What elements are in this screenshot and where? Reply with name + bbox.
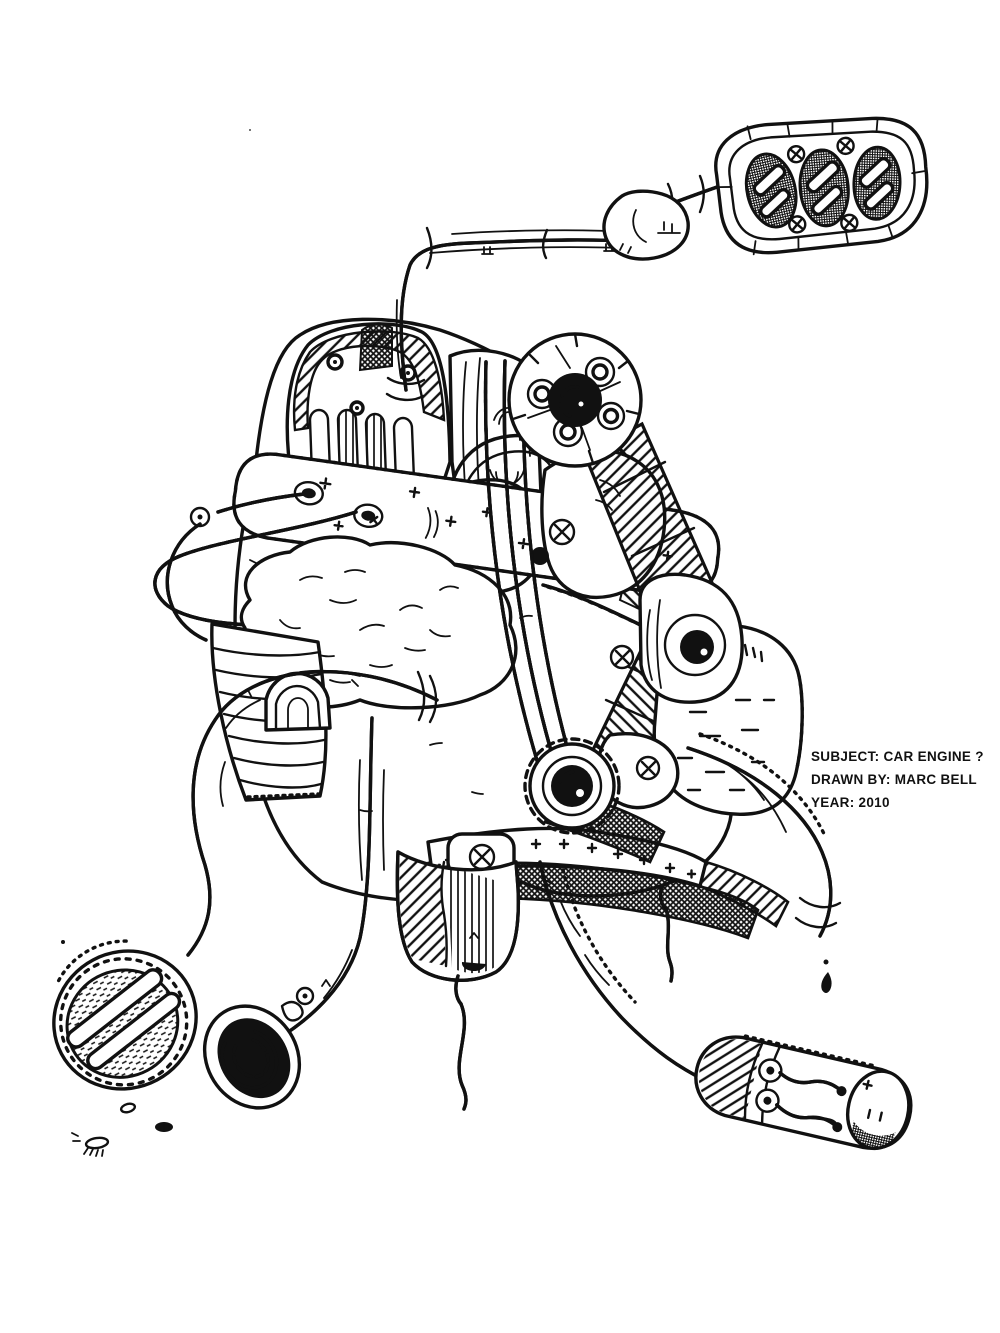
screw	[786, 136, 859, 234]
stitch-marks	[481, 243, 616, 255]
hanging-wire-center	[658, 884, 674, 983]
coiled-hose	[202, 716, 385, 1110]
exhaust-manifold-plate	[714, 116, 929, 256]
striped-box	[395, 832, 521, 1111]
caption-artist: DRAWN BY: MARC BELL	[811, 772, 977, 787]
hanging-wire-left	[454, 974, 468, 1111]
timing-sprocket	[523, 732, 680, 835]
arch-window	[264, 671, 332, 732]
drip	[821, 959, 832, 993]
muffler	[694, 1034, 913, 1151]
caption-block: SUBJECT: CAR ENGINE ? DRAWN BY: MARC BEL…	[811, 745, 984, 814]
exhaust-ports	[744, 145, 902, 229]
ribbed-canister	[210, 622, 332, 802]
radiator-hose-left	[52, 129, 439, 1091]
caption-subject: SUBJECT: CAR ENGINE ?	[811, 749, 984, 764]
right-arm-hose	[686, 732, 842, 993]
pulley-hub	[548, 373, 602, 427]
caption-year: YEAR: 2010	[811, 795, 890, 810]
tailpipe-leg	[538, 860, 913, 1151]
open-tube-end	[202, 1004, 302, 1110]
debris-specks	[61, 932, 479, 1157]
ball-joint	[609, 572, 744, 704]
drive-pulley	[507, 332, 643, 468]
left-foot-cap	[52, 939, 198, 1091]
